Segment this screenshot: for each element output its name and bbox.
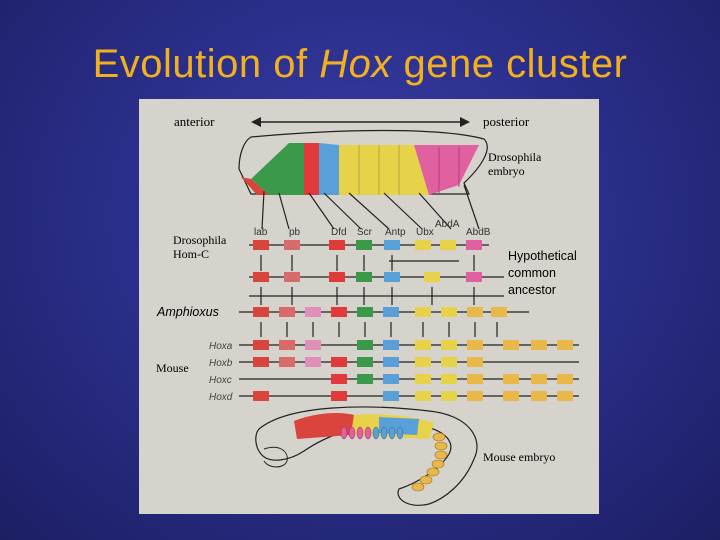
- hox-cluster-labels: Hoxa Hoxb Hoxc Hoxd: [209, 341, 233, 403]
- hoxa-row: [239, 340, 579, 350]
- mouse-embryo-label: Mouse embryo: [483, 450, 555, 464]
- gene-label-lab: lab: [254, 227, 268, 238]
- embryo-segment-pink: [414, 145, 479, 195]
- gene-label-antp: Antp: [385, 227, 406, 238]
- embryo-segment-yellow: [339, 145, 429, 195]
- mouse-embryo: [255, 406, 478, 506]
- posterior-label: posterior: [483, 114, 530, 129]
- drosophila-embryo: [238, 129, 488, 195]
- amphioxus-row: [239, 307, 529, 317]
- amphioxus-mouse-arrows: [260, 322, 498, 337]
- hoxd-row: [239, 391, 579, 401]
- mouse-embryo-red-region: [294, 413, 354, 439]
- embryo-segment-green: [251, 143, 304, 195]
- amphioxus-label: Amphioxus: [157, 305, 219, 319]
- embryo-to-gene-arrows: [261, 184, 480, 230]
- hoxc-row: [239, 374, 579, 384]
- hypothetical-ancestor-label: Hypothetical common ancestor: [508, 249, 577, 297]
- embryo-segment-blue: [319, 143, 339, 195]
- drosophila-embryo-label-2: embryo: [488, 164, 525, 178]
- drosophila-homc-label-1: Drosophila: [173, 233, 227, 247]
- hox-diagram: anterior posterior Drosophila embryo: [156, 114, 579, 506]
- hoxc-label: Hoxc: [209, 375, 232, 386]
- gene-label-abda: AbdA: [435, 219, 460, 230]
- ancestor-amphioxus-arrows: [249, 287, 504, 305]
- gene-label-abdb: AbdB: [466, 227, 491, 238]
- gene-label-dfd: Dfd: [331, 227, 347, 238]
- gene-labels: lab pb Dfd Scr Antp Ubx AbdA AbdB: [254, 219, 491, 238]
- anterior-label: anterior: [174, 114, 215, 129]
- drosophila-homc-row: [249, 240, 489, 250]
- mouse-embryo-somites: [411, 432, 448, 492]
- embryo-segment-head: [241, 177, 269, 195]
- embryo-segment-red: [304, 143, 319, 195]
- mouse-label: Mouse: [156, 361, 189, 375]
- hoxd-label: Hoxd: [209, 392, 233, 403]
- ancestor-row: [249, 272, 504, 282]
- homc-ancestor-arrows: [260, 255, 475, 271]
- drosophila-embryo-label-1: Drosophila: [488, 150, 542, 164]
- mouse-embryo-pink-somites: [340, 426, 372, 440]
- hoxa-label: Hoxa: [209, 341, 233, 352]
- gene-label-pb: pb: [289, 227, 301, 238]
- mouse-embryo-blue-somites: [372, 426, 404, 440]
- gene-label-ubx: Ubx: [416, 227, 434, 238]
- anterior-arrowhead: [251, 117, 261, 127]
- gene-label-scr: Scr: [357, 227, 373, 238]
- posterior-arrowhead: [460, 117, 470, 127]
- hoxb-row: [239, 357, 579, 367]
- drosophila-homc-label-2: Hom-C: [173, 247, 209, 261]
- hox-diagram-panel: anterior posterior Drosophila embryo: [139, 99, 599, 514]
- slide-title: Evolution of Hox gene cluster: [92, 42, 628, 86]
- hoxb-label: Hoxb: [209, 358, 233, 369]
